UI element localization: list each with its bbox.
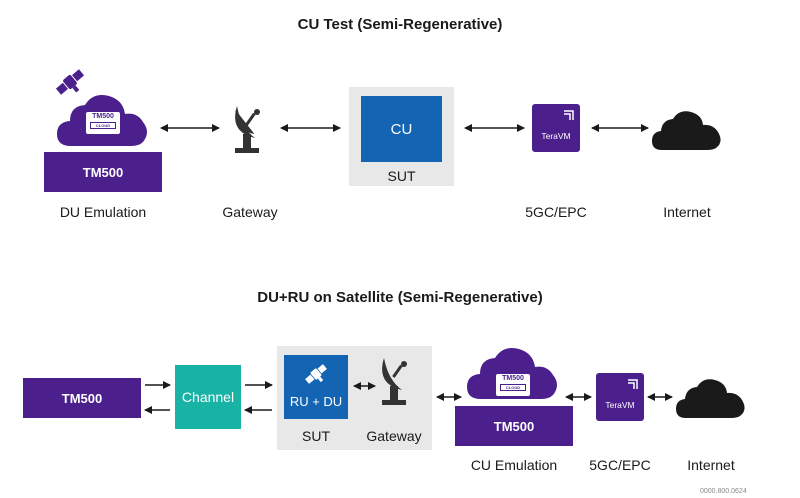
device-label: TM500 [82, 165, 124, 180]
teravm-text-2: TeraVM [605, 400, 635, 410]
tm500-device: TM500 [44, 152, 162, 192]
core-label-2: 5GC/EPC [589, 457, 651, 473]
ru-du-text: RU + DU [289, 394, 343, 409]
dish-antenna-icon [235, 106, 260, 153]
cu-box: CU [361, 96, 442, 162]
device-label-cu: TM500 [493, 419, 535, 434]
cloud-tag-subtitle-2: CLOUD [500, 384, 526, 391]
internet-cloud-icon-2 [676, 379, 745, 418]
cloud-tag-subtitle: CLOUD [90, 122, 116, 129]
gateway-label: Gateway [222, 204, 278, 220]
teravm-mark-icon [564, 110, 574, 120]
sut-label: SUT [387, 168, 416, 184]
channel-box: Channel [175, 365, 241, 429]
internet-cloud-icon [652, 111, 721, 150]
teravm-text: TeraVM [541, 131, 571, 141]
du-emulation-label: DU Emulation [59, 204, 147, 220]
teravm-mark-icon-2 [628, 379, 638, 389]
internet-label-2: Internet [687, 457, 735, 473]
cloud-tag-title-2: TM500 [502, 375, 524, 382]
cloud-icon-2 [467, 348, 557, 399]
ru-du-box: RU + DU [284, 355, 348, 419]
tm500-device-cu: TM500 [455, 406, 573, 446]
document-code: 0000.800.0624 [700, 488, 747, 495]
cloud-product-tag: TM500 CLOUD [86, 112, 120, 134]
internet-label: Internet [663, 204, 711, 220]
satellite-icon [55, 69, 85, 95]
cu-emulation-label: CU Emulation [470, 457, 558, 473]
diagram2-title: DU+RU on Satellite (Semi-Regenerative) [257, 289, 543, 306]
diagram1-title: CU Test (Semi-Regenerative) [297, 16, 503, 33]
sut-label-2: SUT [302, 428, 330, 444]
teravm-logo-icon-2: TeraVM [596, 373, 644, 421]
cloud-tag-title: TM500 [92, 113, 114, 120]
satellite-icon-2 [305, 364, 327, 384]
dish-antenna-icon-2 [382, 358, 407, 405]
teravm-logo-icon: TeraVM [532, 104, 580, 152]
device-label-left: TM500 [61, 391, 103, 406]
core-label: 5GC/EPC [525, 204, 587, 220]
cloud-product-tag-2: TM500 CLOUD [496, 374, 530, 396]
gateway-label-2: Gateway [366, 428, 422, 444]
tm500-device-left: TM500 [23, 378, 141, 418]
